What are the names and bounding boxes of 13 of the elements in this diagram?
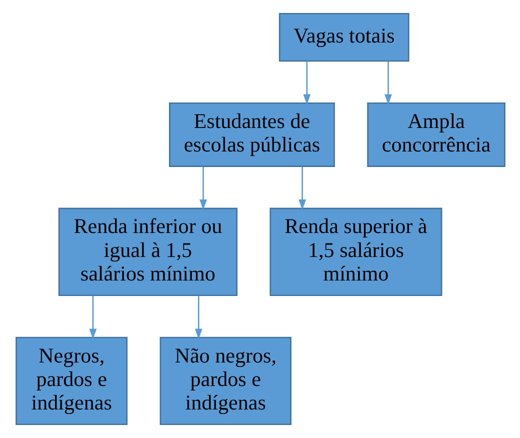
- node-box: Renda inferior ou igual à 1,5 salários mínimo: [58, 208, 237, 296]
- arrow: [302, 61, 310, 105]
- node-box: Estudantes de escolas públicas: [168, 102, 334, 167]
- node-box: Negros, pardos e indígenas: [15, 336, 128, 426]
- node-box: Ampla concorrência: [366, 102, 505, 167]
- node-box: Renda superior à 1,5 salários mínimo: [269, 208, 442, 296]
- arrow: [199, 166, 206, 210]
- arrow: [384, 61, 392, 105]
- arrow: [88, 296, 96, 340]
- node-box: Vagas totais: [278, 12, 409, 62]
- arrow: [298, 166, 306, 210]
- node-box: Não negros, pardos e indígenas: [159, 336, 291, 426]
- arrow: [194, 296, 202, 340]
